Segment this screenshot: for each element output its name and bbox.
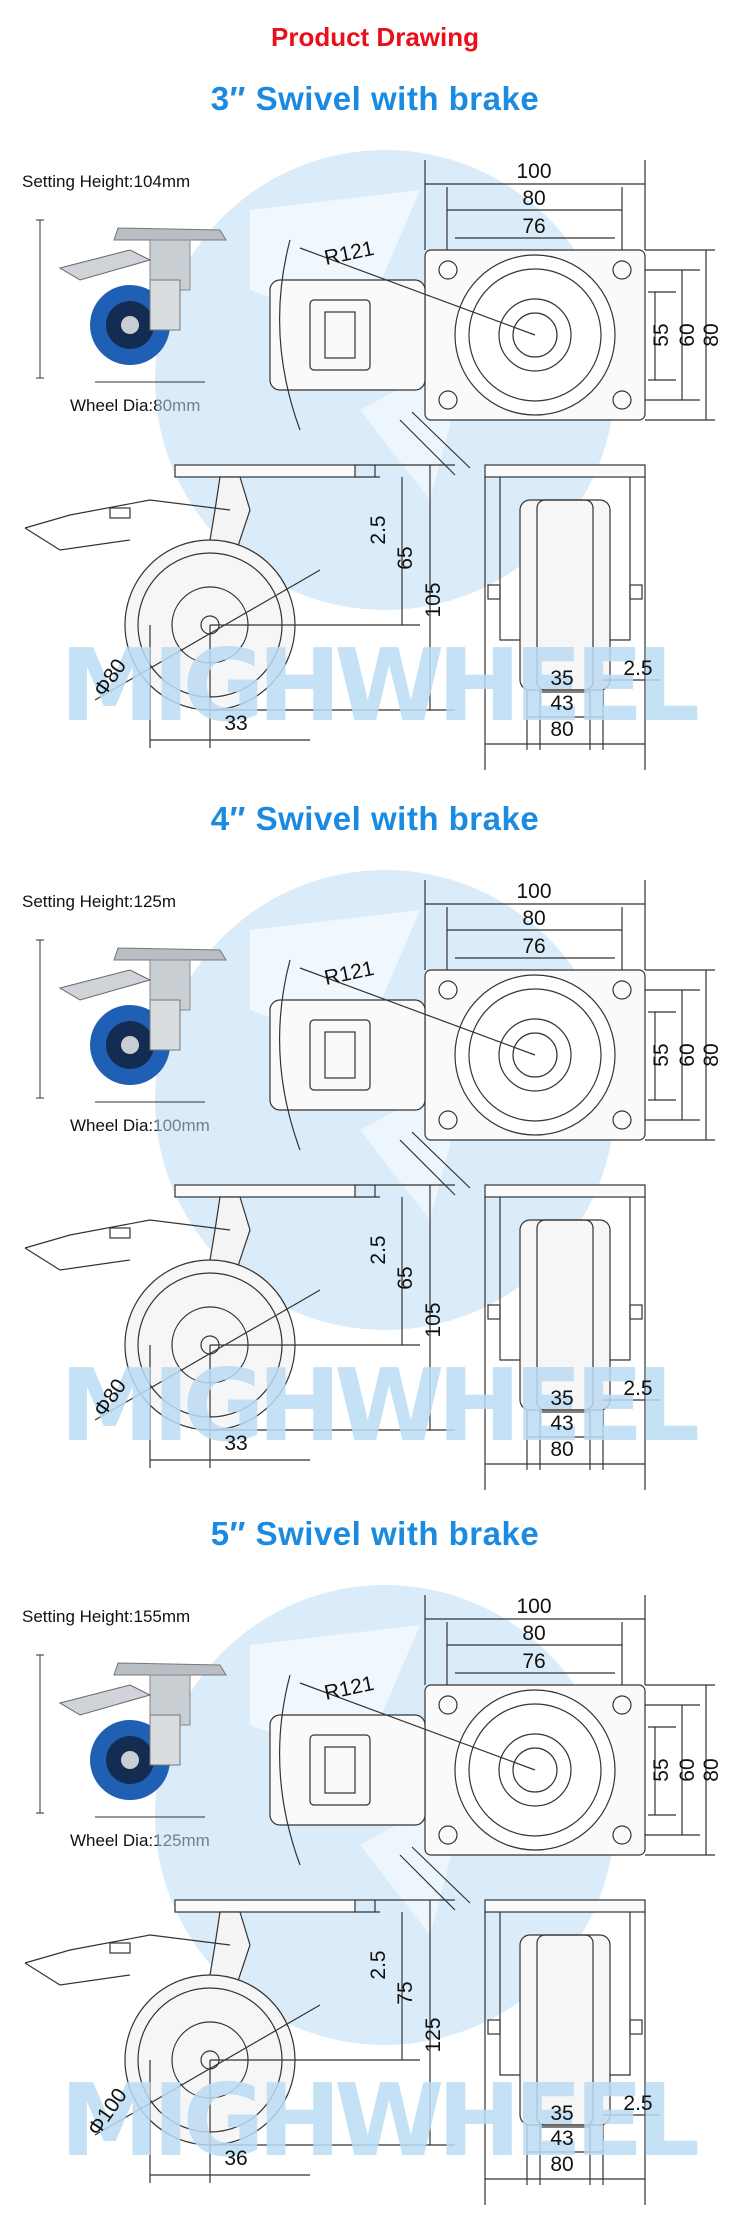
- page-title: Product Drawing: [270, 22, 479, 52]
- dim-hole-span: 80: [522, 187, 545, 210]
- caster-photo: [36, 1654, 227, 1818]
- dim-total-height: 125: [422, 2017, 445, 2052]
- dim-inner-span: 76: [522, 1650, 545, 1673]
- dim-hole-v1: 55: [650, 323, 673, 346]
- dim-swivel-offset: 36: [224, 2147, 247, 2170]
- top-view: [269, 880, 715, 1196]
- watermark-word: MIGHWHEEL: [60, 2062, 700, 2179]
- caster-section-3in: 3″ Swivel with brake Setting Height:104m…: [0, 80, 750, 800]
- dim-fork-width: 80: [550, 718, 573, 741]
- dim-plate-depth: 80: [700, 323, 723, 346]
- dim-hole-v1: 55: [650, 1043, 673, 1066]
- dim-offset: 2.5: [367, 1950, 390, 1979]
- dim-fork-width: 80: [550, 2153, 573, 2176]
- drawing-content: MIGHWHEEL: [24, 150, 715, 770]
- dim-hole-span: 80: [522, 907, 545, 930]
- dim-plate-width: 100: [516, 880, 551, 903]
- technical-drawing: MIGHWHEEL 100 80 76 R121 55 60 80 2.5 65…: [24, 150, 723, 770]
- dim-gap: 2.5: [623, 1377, 652, 1400]
- caster-photo: [36, 939, 227, 1103]
- drawing-content: MIGHWHEEL: [24, 1585, 715, 2205]
- dim-plate-width: 100: [516, 160, 551, 183]
- dim-plate-depth: 80: [700, 1043, 723, 1066]
- top-view: [269, 1595, 715, 1911]
- caster-section-4in: 4″ Swivel with brake Setting Height:125m…: [0, 800, 750, 1520]
- dim-inner-span: 76: [522, 215, 545, 238]
- dim-swivel-offset: 33: [224, 712, 247, 735]
- dim-plate-to-axle: 75: [394, 1981, 417, 2004]
- setting-height-label: Setting Height:104mm: [22, 172, 191, 191]
- side-view: [24, 1899, 455, 2183]
- section-title: 3″ Swivel with brake: [210, 80, 540, 117]
- dim-gap: 2.5: [623, 657, 652, 680]
- dim-hole-v2: 60: [676, 1043, 699, 1066]
- technical-drawing: MIGHWHEEL 100 80 76 R121 55 60 80 2.5 75…: [24, 1585, 723, 2205]
- side-view: [24, 1184, 455, 1468]
- dim-hole-v2: 60: [676, 323, 699, 346]
- dim-plate-depth: 80: [700, 1758, 723, 1781]
- dim-hub: 35: [550, 1387, 573, 1410]
- dim-gap: 2.5: [623, 2092, 652, 2115]
- caster-section-5in: 5″ Swivel with brake Setting Height:155m…: [0, 1515, 750, 2235]
- front-view: [484, 1184, 660, 1490]
- setting-height-label: Setting Height:125m: [22, 892, 177, 911]
- dim-fork-width: 80: [550, 1438, 573, 1461]
- dim-total-height: 105: [422, 1302, 445, 1337]
- top-view: [269, 160, 715, 476]
- dim-hub: 35: [550, 667, 573, 690]
- dim-hole-span: 80: [522, 1622, 545, 1645]
- watermark-word: MIGHWHEEL: [60, 627, 700, 744]
- dim-swivel-offset: 33: [224, 1432, 247, 1455]
- watermark-word: MIGHWHEEL: [60, 1347, 700, 1464]
- dim-wheel-width: 43: [550, 2127, 573, 2150]
- caster-photo: [36, 219, 227, 383]
- section-title: 5″ Swivel with brake: [210, 1515, 540, 1552]
- technical-drawing: MIGHWHEEL 100 80 76 R121 55 60 80 2.5 65…: [24, 870, 723, 1490]
- dim-total-height: 105: [422, 582, 445, 617]
- front-view: [484, 1899, 660, 2205]
- front-view: [484, 464, 660, 770]
- dim-plate-to-axle: 65: [394, 1266, 417, 1289]
- dim-offset: 2.5: [367, 1235, 390, 1264]
- dim-wheel-width: 43: [550, 1412, 573, 1435]
- dim-hole-v2: 60: [676, 1758, 699, 1781]
- dim-plate-width: 100: [516, 1595, 551, 1618]
- dim-plate-to-axle: 65: [394, 546, 417, 569]
- section-title: 4″ Swivel with brake: [210, 800, 540, 837]
- dim-wheel-width: 43: [550, 692, 573, 715]
- dim-offset: 2.5: [367, 515, 390, 544]
- drawing-content: MIGHWHEEL: [24, 870, 715, 1490]
- dim-inner-span: 76: [522, 935, 545, 958]
- setting-height-label: Setting Height:155mm: [22, 1607, 191, 1626]
- side-view: [24, 464, 455, 748]
- dim-hole-v1: 55: [650, 1758, 673, 1781]
- dim-hub: 35: [550, 2102, 573, 2125]
